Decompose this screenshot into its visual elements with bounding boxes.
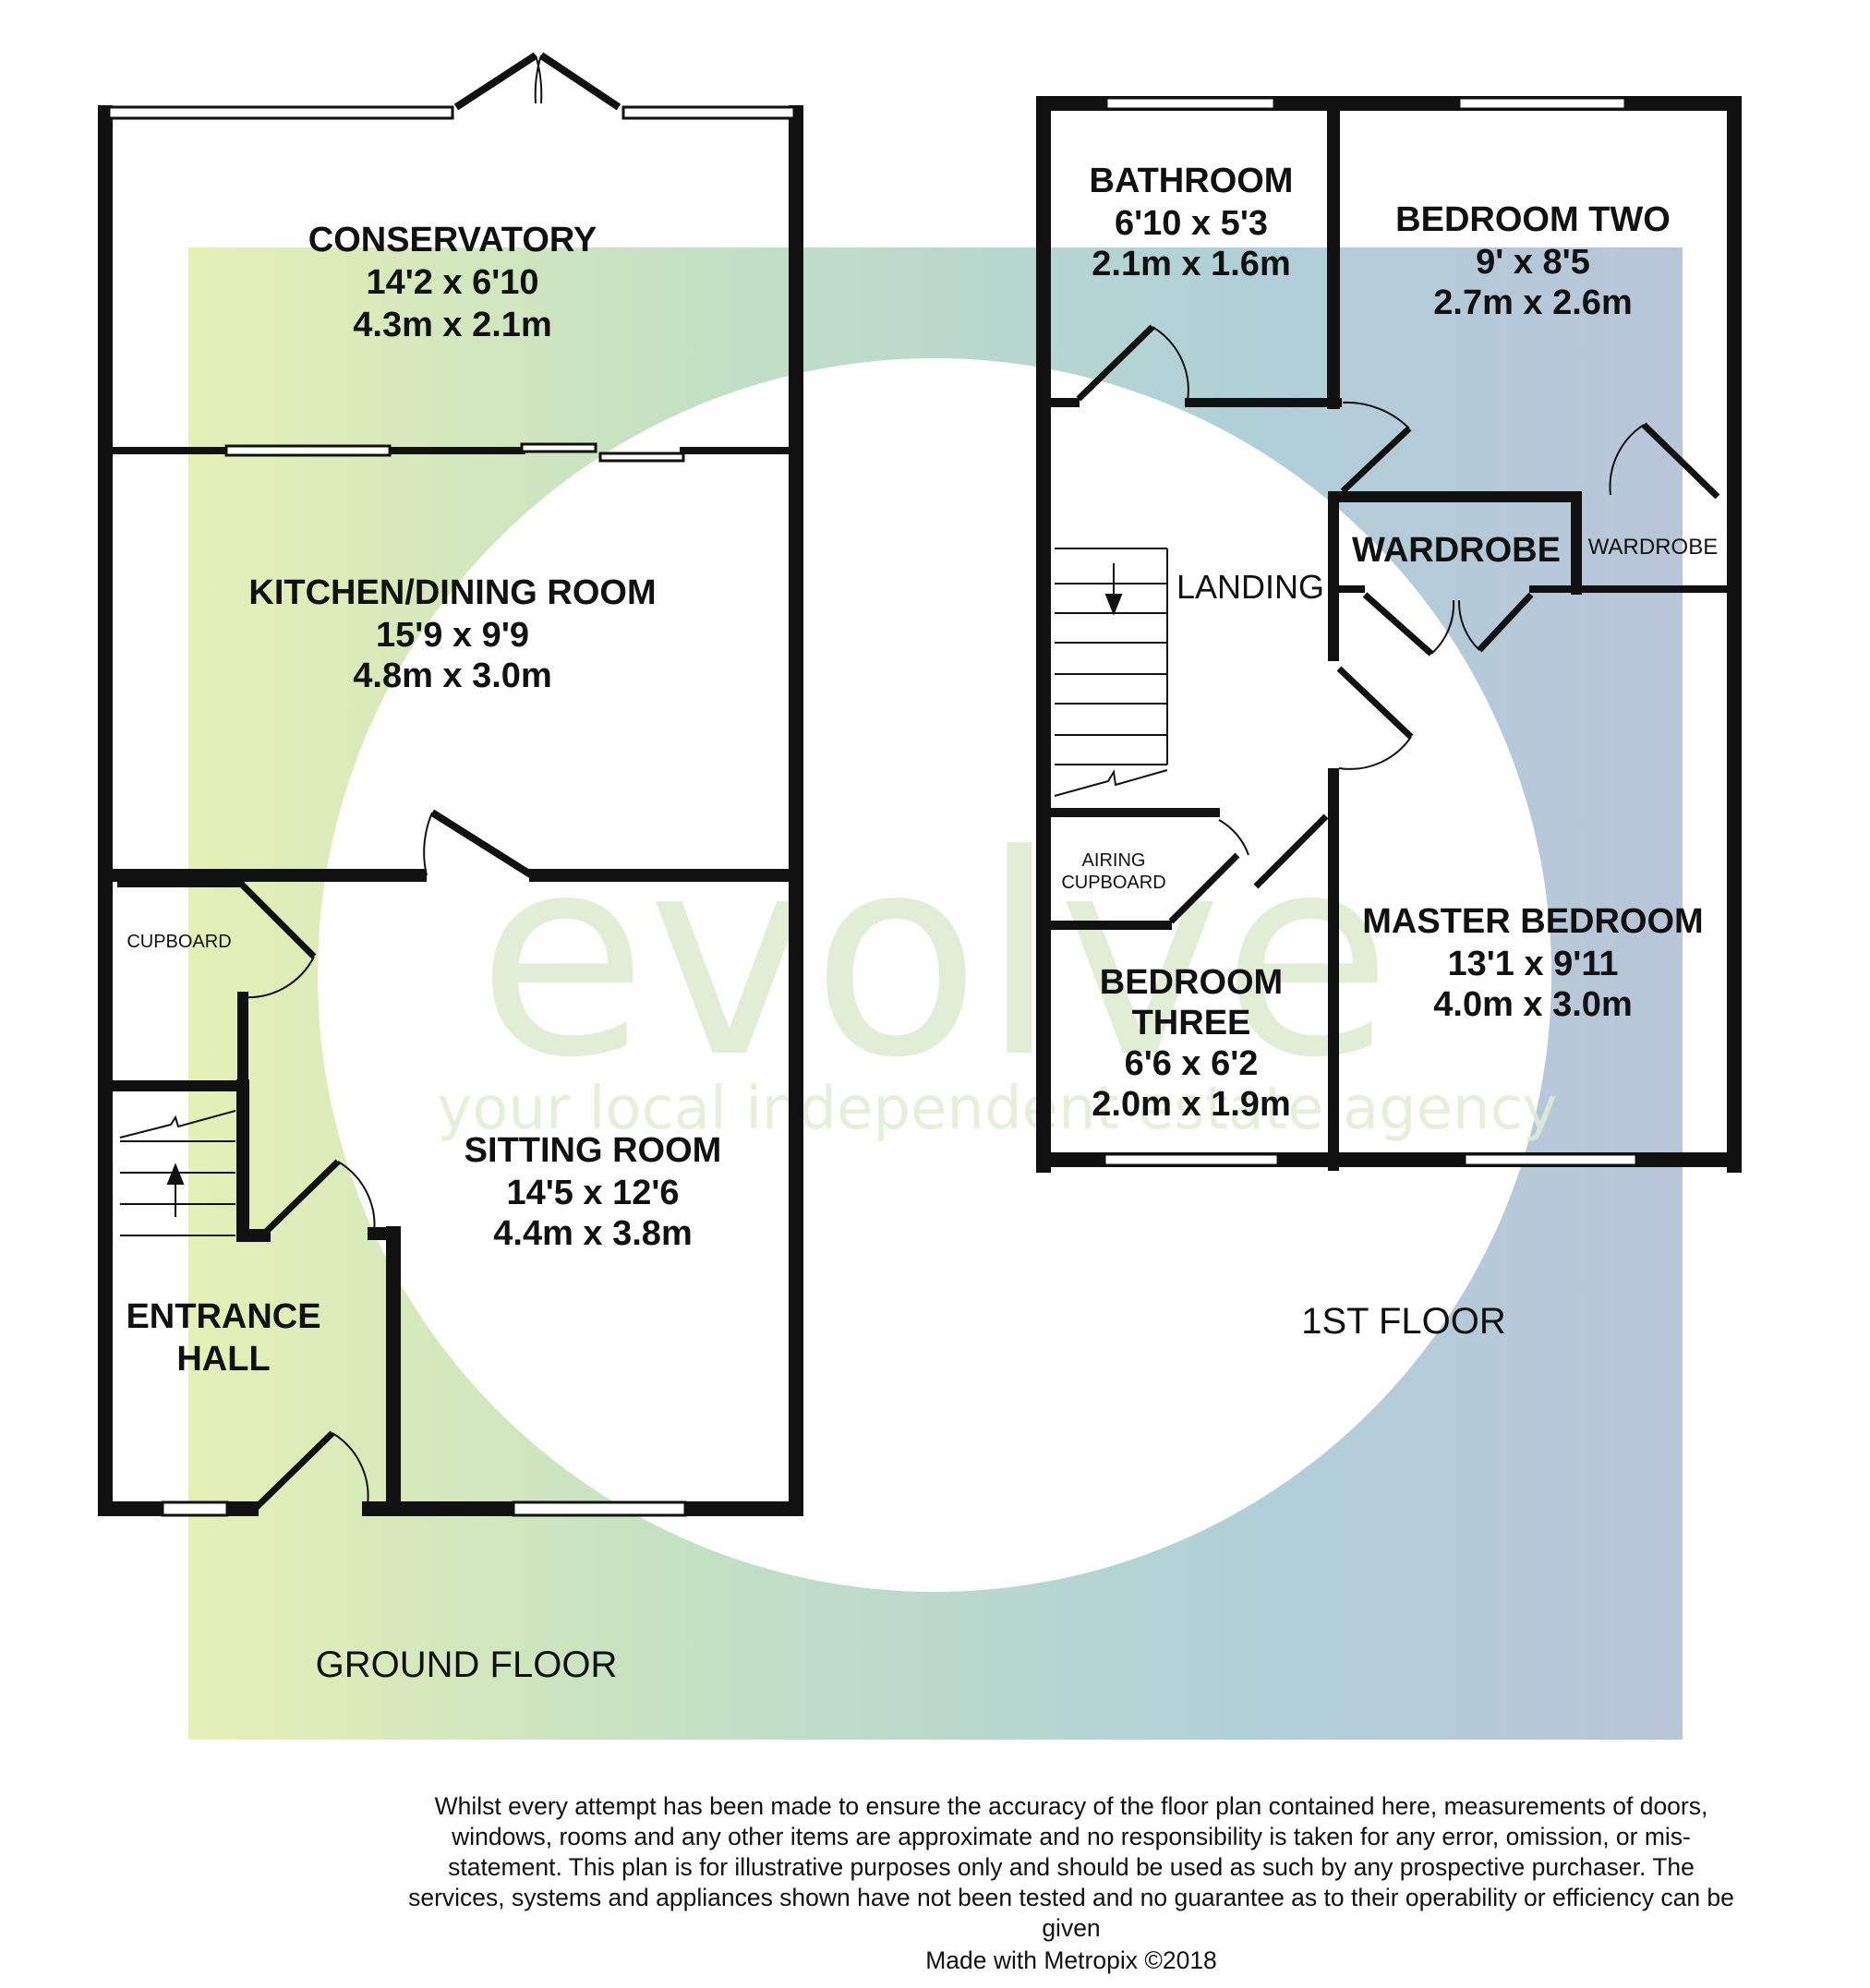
wardrobe-label: WARDROBE bbox=[1352, 531, 1561, 570]
kitchen-name: KITCHEN/DINING ROOM bbox=[248, 573, 656, 612]
sitting-name: SITTING ROOM bbox=[464, 1131, 722, 1170]
airing-cupboard-line2: CUPBOARD bbox=[1061, 873, 1165, 893]
bedroom-three-line2: THREE bbox=[1132, 1004, 1251, 1042]
bedroom-two-name: BEDROOM TWO bbox=[1395, 200, 1671, 239]
disclaimer: Whilst every attempt has been made to en… bbox=[408, 1792, 1734, 1942]
landing-label: LANDING bbox=[1176, 568, 1324, 606]
first-floor-labels: BATHROOM 6'10 x 5'3 2.1m x 1.6m BEDROOM … bbox=[1061, 162, 1718, 1342]
wardrobe-small-label: WARDROBE bbox=[1588, 535, 1718, 560]
first-floor-label: 1ST FLOOR bbox=[1301, 1301, 1506, 1342]
cupboard-label: CUPBOARD bbox=[127, 932, 231, 952]
bedroom-two-imperial: 9' x 8'5 bbox=[1476, 243, 1590, 282]
master-bedroom-metric: 4.0m x 3.0m bbox=[1433, 985, 1632, 1024]
conservatory-name: CONSERVATORY bbox=[308, 221, 597, 259]
bedroom-three-imperial: 6'6 x 6'2 bbox=[1125, 1044, 1259, 1083]
kitchen-metric: 4.8m x 3.0m bbox=[353, 657, 551, 695]
bathroom-name: BATHROOM bbox=[1090, 162, 1294, 200]
first-floor-doors bbox=[1076, 324, 1720, 924]
bathroom-imperial: 6'10 x 5'3 bbox=[1115, 204, 1268, 243]
watermark-circle bbox=[318, 358, 1551, 1592]
ground-floor-doors bbox=[239, 52, 621, 1512]
kitchen-imperial: 15'9 x 9'9 bbox=[376, 616, 529, 655]
sitting-metric: 4.4m x 3.8m bbox=[493, 1214, 692, 1253]
ground-floor-labels: CONSERVATORY 14'2 x 6'10 4.3m x 2.1m KIT… bbox=[126, 221, 721, 1685]
master-bedroom-name: MASTER BEDROOM bbox=[1362, 902, 1703, 941]
conservatory-imperial: 14'2 x 6'10 bbox=[366, 263, 538, 302]
watermark-tagline: your local independent estate agency bbox=[437, 1075, 1557, 1143]
master-bedroom-imperial: 13'1 x 9'11 bbox=[1447, 945, 1618, 983]
entrance-hall-line2: HALL bbox=[176, 1340, 270, 1379]
first-floor-stairs bbox=[1054, 548, 1168, 797]
sitting-imperial: 14'5 x 12'6 bbox=[506, 1174, 679, 1212]
credit: Made with Metropix ©2018 bbox=[925, 1946, 1217, 1974]
bedroom-three-line1: BEDROOM bbox=[1100, 963, 1283, 1002]
bedroom-three-metric: 2.0m x 1.9m bbox=[1092, 1085, 1290, 1124]
watermark-logo: evolve bbox=[477, 796, 1392, 1118]
airing-cupboard-line1: AIRING bbox=[1082, 850, 1146, 871]
bedroom-two-metric: 2.7m x 2.6m bbox=[1433, 283, 1632, 322]
ground-floor-label: GROUND FLOOR bbox=[316, 1645, 618, 1685]
first-floor-windows bbox=[1103, 96, 1638, 1167]
bathroom-metric: 2.1m x 1.6m bbox=[1092, 245, 1290, 283]
entrance-hall-line1: ENTRANCE bbox=[126, 1297, 320, 1336]
ground-floor-stairs bbox=[119, 1110, 236, 1236]
ground-floor-walls bbox=[98, 105, 803, 1516]
ground-floor-windows bbox=[107, 105, 796, 1517]
conservatory-metric: 4.3m x 2.1m bbox=[353, 306, 551, 344]
